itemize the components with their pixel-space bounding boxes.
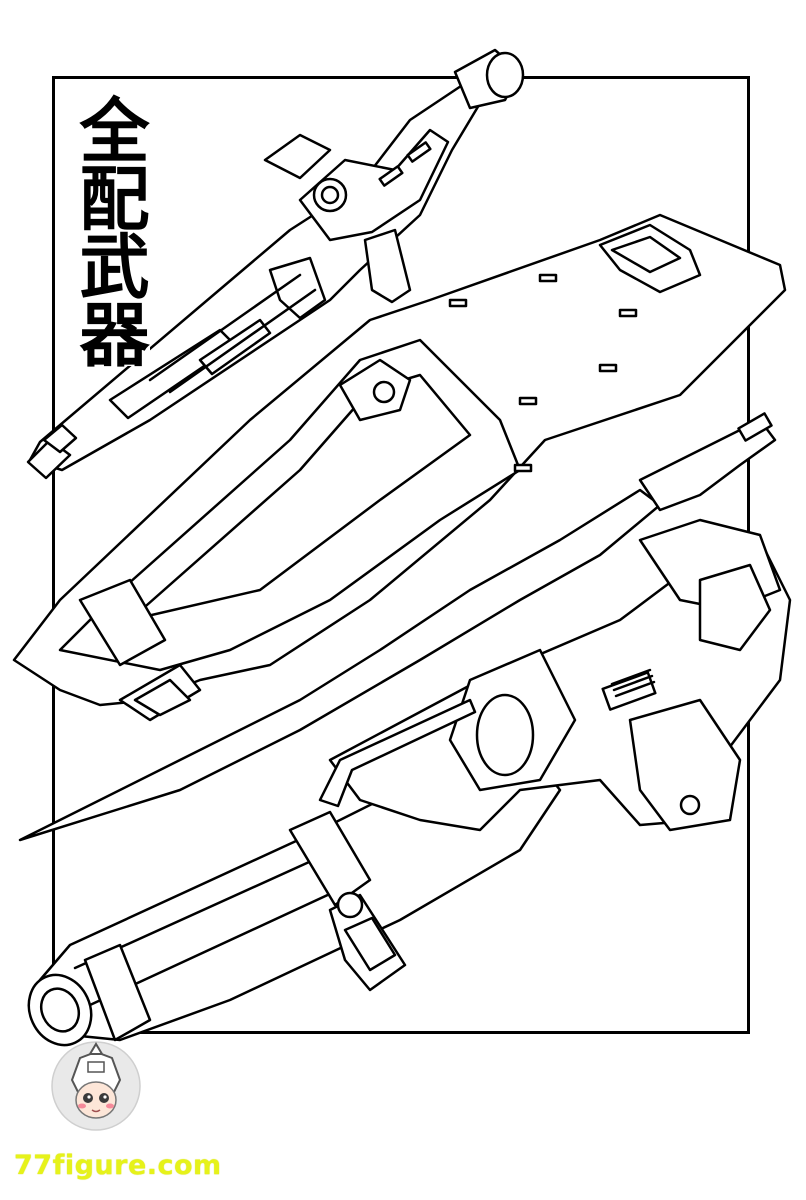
- watermark-text: 77figure.com: [14, 1150, 222, 1181]
- shield-icon: [12, 213, 787, 722]
- beam-saber-icon: [18, 412, 777, 842]
- bazooka-icon: [27, 518, 792, 1047]
- robot-helmet-mascot-icon: [51, 1041, 141, 1131]
- page-title: 全配武器: [58, 94, 150, 366]
- beam-rifle-icon: [26, 48, 525, 480]
